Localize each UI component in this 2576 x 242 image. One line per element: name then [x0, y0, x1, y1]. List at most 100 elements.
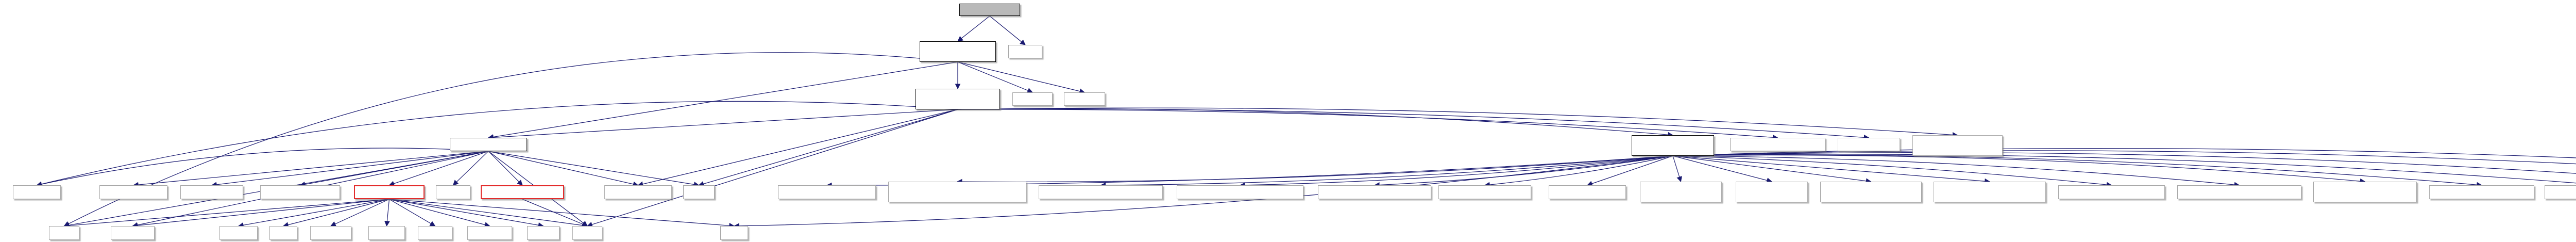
graph-node-mapper[interactable]	[450, 138, 527, 151]
graph-node-iostream[interactable]	[310, 226, 351, 240]
edge-karto-to-vector	[389, 199, 588, 229]
graph-node-algorithm[interactable]	[111, 226, 155, 240]
edge-cpp-to-hpp	[957, 15, 990, 42]
graph-node-cmath[interactable]	[1008, 45, 1042, 58]
graph-node-ros[interactable]	[1012, 92, 1053, 106]
edge-msgs-to-toggleint	[1672, 154, 2366, 184]
edge-types-to-mapper	[487, 109, 958, 140]
edge-msgs-to-map	[733, 155, 1673, 229]
graph-node-limits[interactable]	[269, 226, 297, 240]
graph-node-savemap[interactable]	[2545, 185, 2576, 199]
graph-node-pdo[interactable]	[180, 185, 243, 199]
edge-karto-to-iomanip	[384, 199, 390, 227]
graph-node-getmap[interactable]	[1549, 185, 1626, 199]
graph-node-nanoflann[interactable]	[481, 185, 564, 199]
graph-node-fstream[interactable]	[219, 226, 258, 240]
edge-msgs-to-savemap	[1672, 154, 2576, 184]
graph-node-pause[interactable]	[2058, 185, 2165, 199]
edge-karto-to-sstream	[389, 199, 436, 227]
graph-node-addsubmap[interactable]	[1177, 185, 1303, 199]
graph-node-tf2geom[interactable]	[1912, 135, 2003, 156]
edge-msgs-to-mergemaps	[1100, 155, 1673, 188]
graph-node-chrono[interactable]	[436, 185, 470, 199]
graph-node-posecov[interactable]	[888, 182, 1026, 202]
graph-node-umap[interactable]	[604, 185, 672, 199]
edge-mapper-to-eigen	[36, 148, 489, 187]
edge-karto-to-algorithm	[132, 199, 389, 229]
graph-node-intmarkercontrol[interactable]	[1820, 182, 1922, 202]
graph-node-toggleint[interactable]	[2313, 182, 2417, 202]
graph-node-queue[interactable]	[683, 185, 715, 199]
edge-hpp-to-ros	[957, 61, 1033, 93]
edge-msgs-to-markerarray	[1672, 155, 1682, 183]
edge-msgs-to-getmap	[1586, 155, 1673, 186]
graph-node-clearqueue[interactable]	[2177, 185, 2301, 199]
graph-node-karto[interactable]	[354, 185, 425, 199]
edge-types-to-vector	[586, 109, 958, 228]
graph-node-tfdatatypes[interactable]	[1730, 138, 1825, 151]
edge-cpp-to-cmath	[989, 15, 1026, 45]
edge-msgs-to-posecov	[956, 155, 1673, 185]
edge-mapper-to-chrono	[452, 151, 489, 186]
edge-msgs-to-serialize	[1672, 150, 2576, 165]
edge-msgs-to-mapmeta	[1484, 155, 1673, 188]
edge-msgs-to-intmarkercontrol	[1672, 155, 1872, 184]
edge-karto-to-fstream	[238, 199, 389, 228]
edge-msgs-to-laserscan	[826, 155, 1673, 188]
graph-node-mutex[interactable]	[527, 226, 560, 240]
edge-karto-to-stdexcept	[389, 199, 490, 228]
graph-node-pfor[interactable]	[99, 185, 167, 199]
edge-karto-to-limits	[282, 199, 389, 228]
edge-types-to-tfdatatypes	[957, 109, 1778, 140]
graph-node-map[interactable]	[720, 226, 748, 240]
graph-node-iomanip[interactable]	[368, 226, 405, 240]
edge-hpp-to-mapper	[487, 61, 958, 140]
edge-types-to-eigen	[36, 101, 958, 187]
graph-node-tf2buffer[interactable]	[1838, 138, 1900, 151]
graph-node-stdexcept[interactable]	[467, 226, 512, 240]
edge-types-to-queue	[698, 109, 958, 187]
graph-node-laserscan[interactable]	[778, 185, 876, 199]
graph-node-types[interactable]	[916, 89, 1000, 109]
graph-node-eigen[interactable]	[13, 185, 61, 199]
graph-node-tf2utils[interactable]	[1064, 92, 1105, 106]
edge-nanoflann-to-vector	[522, 199, 588, 227]
edge-msgs-to-loopclosure	[1672, 152, 2576, 174]
edge-karto-to-map	[389, 199, 735, 229]
graph-node-intmarkerfeedback[interactable]	[1934, 182, 2046, 202]
graph-node-cpp[interactable]	[959, 4, 1020, 16]
edge-types-to-tf2geom	[957, 107, 1958, 138]
graph-node-markerarray[interactable]	[1640, 182, 1722, 202]
edge-karto-to-mutex	[389, 199, 544, 228]
edge-karto-to-string	[63, 199, 389, 229]
edge-hpp-to-tf2utils	[957, 61, 1086, 94]
graph-node-clear[interactable]	[2429, 185, 2534, 199]
edge-types-to-tf2buffer	[957, 108, 1870, 140]
edge-msgs-to-reset	[1374, 155, 1673, 188]
graph-node-reset[interactable]	[1318, 185, 1431, 199]
graph-node-sstream[interactable]	[418, 226, 452, 240]
edge-types-to-umap	[637, 109, 958, 187]
edge-mapper-to-karto	[388, 151, 489, 186]
edge-msgs-to-clear	[1672, 154, 2483, 188]
edge-hpp-to-string	[63, 52, 958, 227]
edge-msgs-to-intmarkerfeedback	[1672, 155, 1991, 184]
graph-node-intmarker[interactable]	[1736, 182, 1808, 202]
graph-node-hpp[interactable]	[920, 41, 996, 62]
graph-node-string[interactable]	[49, 226, 79, 240]
edge-mapper-to-pdo	[211, 151, 489, 188]
graph-node-vector[interactable]	[572, 226, 602, 240]
graph-node-brange[interactable]	[260, 185, 340, 199]
edge-mapper-to-nanoflann	[488, 151, 523, 186]
edge-msgs-to-intmarker	[1672, 155, 1773, 183]
graph-node-mergemaps[interactable]	[1039, 185, 1163, 199]
edge-mapper-to-queue	[488, 151, 700, 187]
graph-node-msgs[interactable]	[1632, 135, 1714, 156]
edge-msgs-to-clearqueue	[1672, 155, 2240, 188]
edge-karto-to-iostream	[330, 199, 389, 227]
edge-types-to-msgs	[957, 108, 1674, 138]
edge-mapper-to-umap	[488, 151, 639, 187]
edge-mapper-to-pfor	[132, 151, 489, 188]
graph-node-mapmeta[interactable]	[1438, 185, 1531, 199]
